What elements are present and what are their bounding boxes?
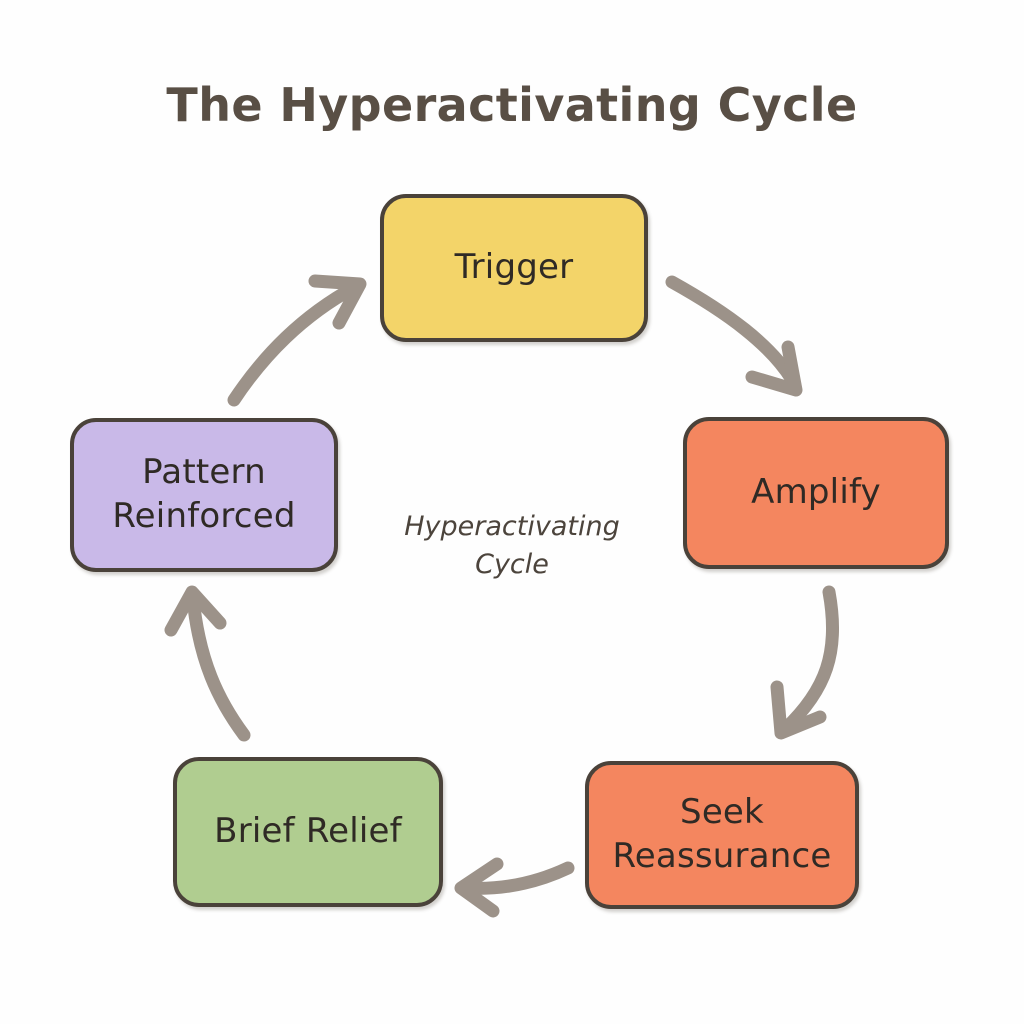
arrow-amplify-to-seek	[770, 585, 840, 740]
node-amplify-label: Amplify	[751, 472, 881, 513]
arrow-trigger-to-amplify	[665, 275, 803, 397]
node-brief-relief-label: Brief Relief	[214, 811, 402, 852]
node-seek-reassurance-label-line1: Seek	[680, 792, 764, 833]
node-pattern-reinforced-label: Pattern Reinforced	[102, 451, 305, 538]
node-pattern-reinforced-label-line2: Reinforced	[112, 496, 296, 536]
center-caption: Hyperactivating Cycle	[362, 508, 662, 585]
node-brief-relief[interactable]: Brief Relief	[173, 757, 443, 907]
arrow-pattern-to-trigger	[227, 274, 367, 407]
page-title: The Hyperactivating Cycle	[166, 78, 858, 132]
center-caption-line1: Hyperactivating	[404, 511, 620, 542]
node-amplify[interactable]: Amplify	[683, 417, 949, 569]
node-pattern-reinforced[interactable]: Pattern Reinforced	[70, 418, 338, 572]
arrow-seek-to-relief	[454, 857, 575, 918]
node-trigger-label: Trigger	[454, 247, 574, 288]
node-seek-reassurance-label: Seek Reassurance	[603, 791, 842, 878]
node-trigger[interactable]: Trigger	[380, 194, 648, 342]
node-seek-reassurance-label-line2: Reassurance	[612, 836, 832, 876]
arrow-relief-to-pattern	[164, 585, 251, 742]
node-seek-reassurance[interactable]: Seek Reassurance	[585, 761, 859, 909]
node-pattern-reinforced-label-line1: Pattern	[142, 452, 266, 493]
center-caption-line2: Cycle	[475, 549, 549, 581]
